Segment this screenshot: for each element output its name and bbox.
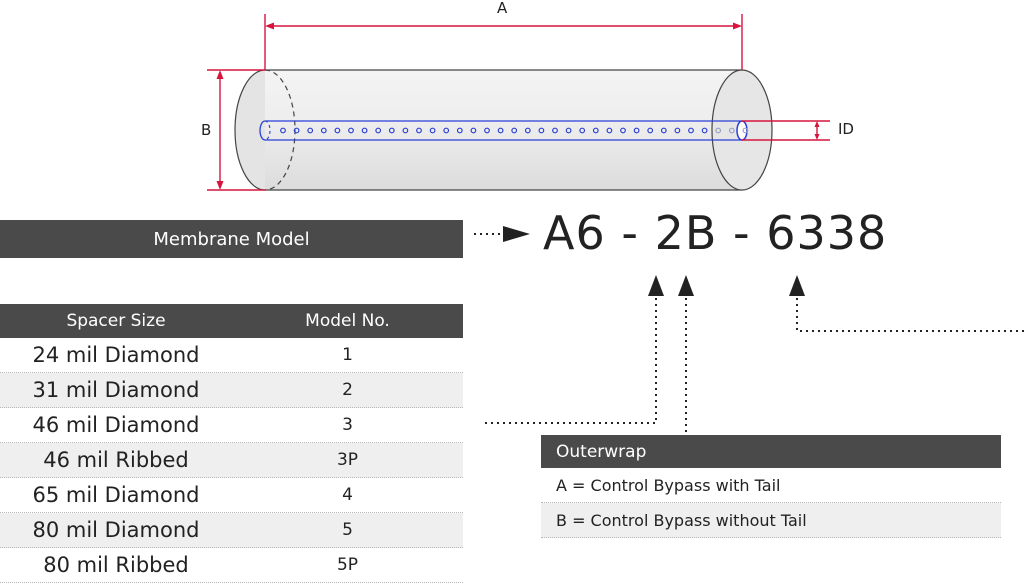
tube-holes: [280, 127, 749, 134]
spacer-size-cell: 80 mil Diamond: [32, 518, 200, 542]
tube-hole: [348, 127, 354, 134]
tube-hole: [552, 127, 558, 134]
outerwrap-option: A = Control Bypass with Tail: [556, 475, 781, 495]
tube-hole: [484, 127, 490, 134]
tube-hole: [307, 127, 314, 134]
tube-hole: [293, 127, 300, 134]
model-no-cell: 2: [342, 380, 353, 400]
tube-hole: [688, 127, 694, 134]
outerwrap-title: Outerwrap: [556, 441, 647, 462]
tube-hole: [524, 127, 531, 134]
size-pointer-arrow: [789, 275, 1024, 332]
spacer-size-cell: 65 mil Diamond: [32, 483, 200, 507]
tube-hole: [470, 127, 477, 134]
model-pointer-arrow: [474, 226, 530, 242]
dimension-id-label: ID: [838, 120, 854, 138]
tube-hole: [497, 127, 504, 134]
outerwrap-table: Outerwrap A = Control Bypass with Tail B…: [541, 435, 1001, 538]
list-item: A = Control Bypass with Tail: [541, 468, 1001, 503]
tube-hole: [715, 127, 722, 134]
tube-hole: [620, 127, 626, 134]
table-row: 46 mil Ribbed 3P: [0, 443, 463, 478]
spacer-size-cell: 24 mil Diamond: [32, 343, 200, 367]
dimension-a: [264, 14, 743, 70]
tube-hole: [701, 127, 708, 134]
list-item: B = Control Bypass without Tail: [541, 503, 1001, 538]
tube-hole: [579, 127, 586, 134]
spacer-pointer-arrow: [481, 275, 664, 424]
tube-hole: [592, 127, 599, 134]
tube-hole: [416, 127, 422, 134]
tube-hole: [334, 127, 341, 134]
tube-hole: [388, 127, 395, 134]
model-no-header: Model No.: [305, 311, 390, 331]
tube-hole: [728, 127, 735, 134]
membrane-model-label: Membrane Model: [153, 228, 310, 250]
model-no-cell: 3P: [336, 450, 359, 470]
outerwrap-option: B = Control Bypass without Tail: [556, 510, 807, 530]
tube-hole: [456, 127, 463, 134]
model-no-cell: 4: [342, 485, 353, 505]
tube-hole: [660, 127, 667, 134]
model-no-cell: 1: [342, 345, 353, 365]
dimension-b: [207, 69, 265, 191]
permeate-tube: [259, 120, 749, 141]
dimension-id: [742, 120, 830, 141]
tube-hole: [511, 127, 518, 134]
tube-hole: [633, 127, 640, 134]
spacer-size-cell: 46 mil Ribbed: [43, 448, 189, 472]
dimension-a-label: A: [497, 0, 508, 17]
membrane-model-code: A6 - 2B - 6338: [543, 206, 888, 260]
tube-hole: [280, 127, 286, 134]
outerwrap-pointer-arrow: [678, 275, 694, 435]
model-no-cell: 5P: [336, 555, 359, 575]
membrane-cylinder: [234, 69, 773, 191]
table-row: 46 mil Diamond 3: [0, 408, 463, 443]
spacer-size-header: Spacer Size: [66, 311, 166, 331]
tube-hole: [361, 127, 368, 134]
spacer-size-cell: 46 mil Diamond: [32, 413, 200, 437]
tube-hole: [375, 127, 382, 134]
table-row: 80 mil Diamond 5: [0, 513, 463, 548]
membrane-model-bar: Membrane Model: [0, 220, 463, 258]
tube-hole: [402, 127, 409, 134]
tube-hole: [565, 127, 572, 134]
spacer-size-cell: 31 mil Diamond: [32, 378, 200, 402]
outerwrap-header: Outerwrap: [541, 435, 1001, 468]
tube-hole: [538, 127, 545, 134]
tube-hole: [647, 127, 654, 134]
tube-hole: [429, 127, 436, 134]
tube-hole: [320, 127, 327, 134]
spacer-size-table: Spacer Size Model No. 24 mil Diamond 1 3…: [0, 304, 463, 583]
table-row: 31 mil Diamond 2: [0, 373, 463, 408]
spacer-table-header: Spacer Size Model No.: [0, 304, 463, 338]
dimension-b-label: B: [201, 121, 212, 139]
table-row: 24 mil Diamond 1: [0, 338, 463, 373]
tube-hole: [443, 127, 450, 134]
tube-hole: [674, 127, 681, 134]
tube-hole: [742, 127, 749, 134]
model-no-cell: 5: [342, 520, 353, 540]
table-row: 65 mil Diamond 4: [0, 478, 463, 513]
tube-hole: [606, 127, 613, 134]
spacer-size-cell: 80 mil Ribbed: [43, 553, 189, 577]
model-no-cell: 3: [342, 415, 353, 435]
table-row: 80 mil Ribbed 5P: [0, 548, 463, 583]
